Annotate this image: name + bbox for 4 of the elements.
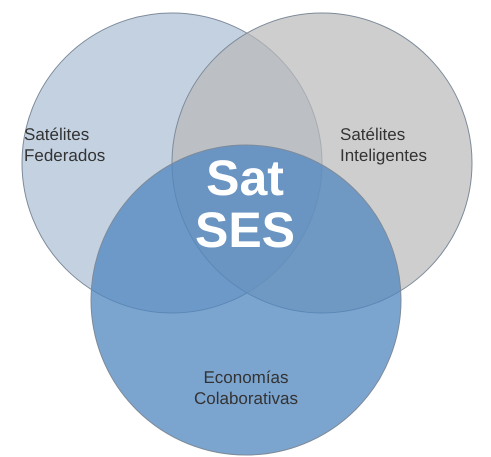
circle-label: Economías Colaborativas: [193, 367, 299, 409]
overlap-label: Sat SES: [194, 152, 296, 256]
circle-label: Satélites Inteligentes: [340, 124, 428, 166]
circle-label: Satélites Federados: [24, 124, 106, 166]
